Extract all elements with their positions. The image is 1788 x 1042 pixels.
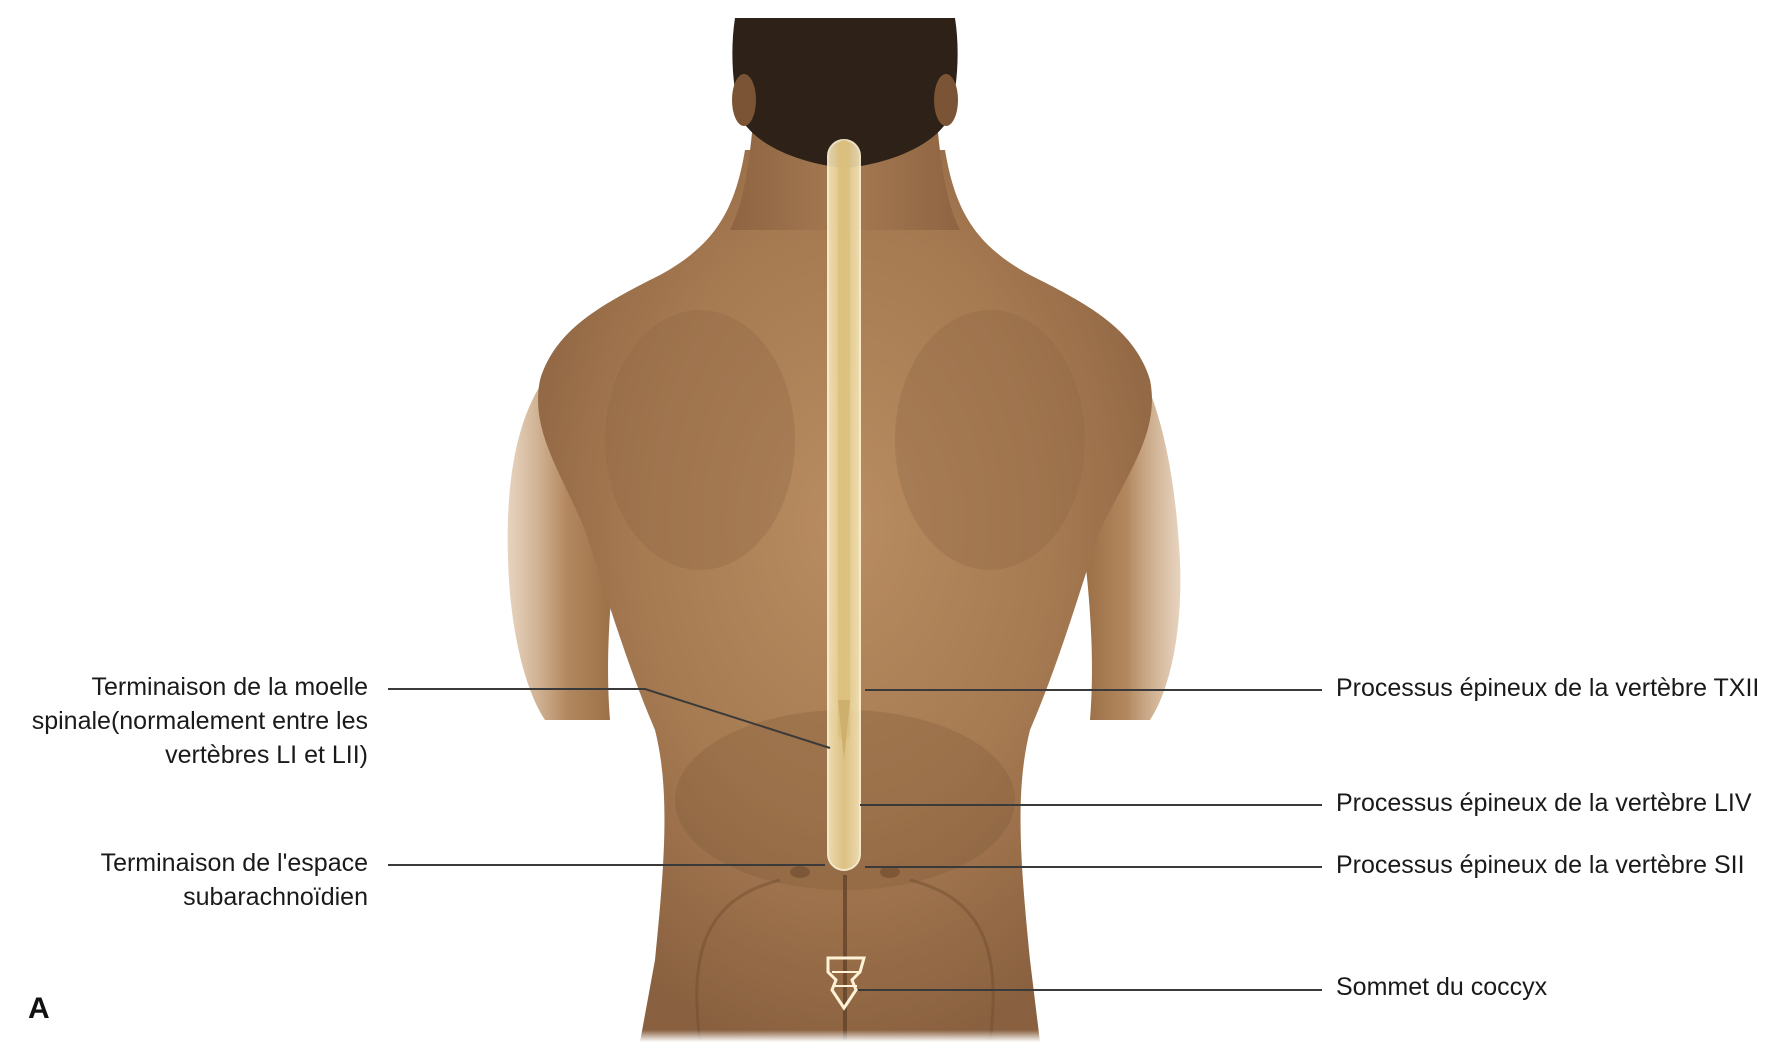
left-scapula-shadow — [605, 310, 795, 570]
right-scapula-shadow — [895, 310, 1085, 570]
label-processus-sii-text: Processus épineux de la vertèbre SII — [1336, 848, 1745, 882]
label-terminaison-moelle-line3: vertèbres LI et LII) — [32, 738, 368, 772]
label-terminaison-moelle-line1: Terminaison de la moelle — [32, 670, 368, 704]
label-terminaison-espace: Terminaison de l'espace subarachnoïdien — [101, 846, 368, 914]
label-terminaison-moelle: Terminaison de la moelle spinale(normale… — [32, 670, 368, 772]
left-sacral-dimple — [790, 866, 810, 878]
left-ear — [732, 74, 756, 126]
label-terminaison-espace-line1: Terminaison de l'espace — [101, 846, 368, 880]
label-terminaison-espace-line2: subarachnoïdien — [101, 880, 368, 914]
right-ear — [934, 74, 958, 126]
label-sommet-coccyx: Sommet du coccyx — [1336, 970, 1547, 1004]
label-processus-liv: Processus épineux de la vertèbre LIV — [1336, 786, 1752, 820]
spinal-canal — [828, 140, 860, 870]
panel-letter: A — [28, 992, 50, 1026]
spinal-cord — [838, 140, 850, 740]
label-terminaison-moelle-line2: spinale(normalement entre les — [32, 704, 368, 738]
label-processus-txii-text: Processus épineux de la vertèbre TXII — [1336, 671, 1759, 705]
label-processus-txii: Processus épineux de la vertèbre TXII — [1336, 671, 1759, 705]
label-sommet-coccyx-text: Sommet du coccyx — [1336, 970, 1547, 1004]
label-processus-liv-text: Processus épineux de la vertèbre LIV — [1336, 786, 1752, 820]
label-processus-sii: Processus épineux de la vertèbre SII — [1336, 848, 1745, 882]
bottom-fade — [600, 1030, 1080, 1042]
